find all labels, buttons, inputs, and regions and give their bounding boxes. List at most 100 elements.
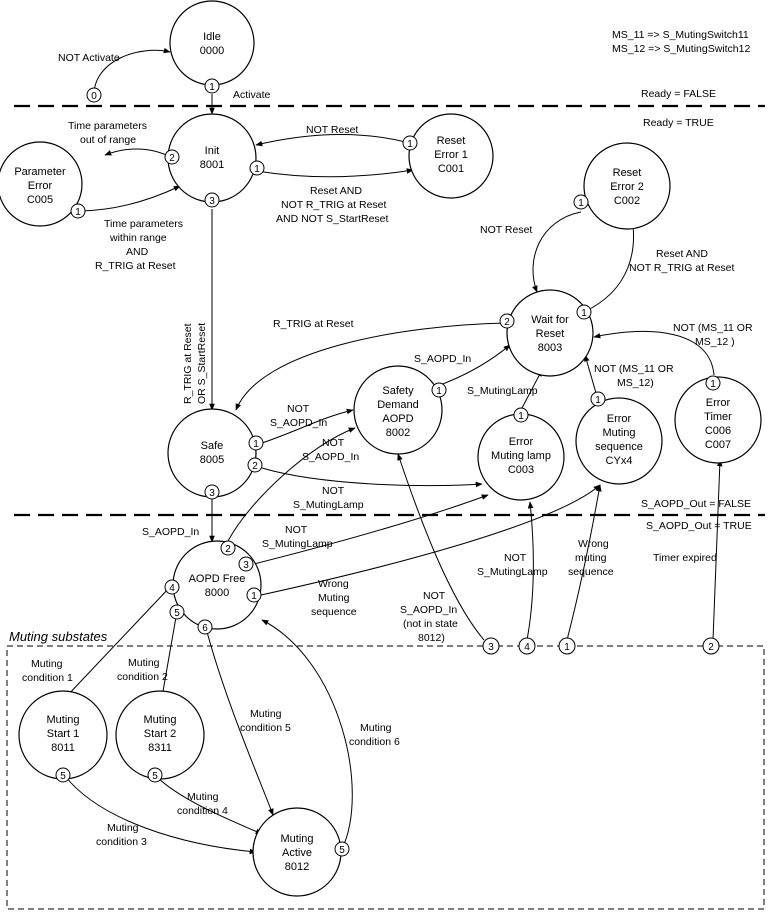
state-muting-active: Muting Active 8012	[252, 807, 342, 897]
label-activate: Activate	[233, 89, 271, 101]
svg-text:1: 1	[578, 198, 584, 209]
state-init-line1: Init	[205, 145, 220, 157]
svg-text:0: 0	[91, 91, 97, 102]
substates-title: Muting substates	[9, 629, 108, 644]
state-safety-line2: Demand	[377, 399, 419, 411]
state-active-line3: 8012	[285, 861, 309, 873]
state-lamp-line3: C003	[508, 464, 534, 476]
ready-true-label: Ready = TRUE	[643, 117, 714, 129]
label-not-saopd-a-1: NOT	[287, 403, 310, 415]
label-not-saopd-b-2: S_AOPD_In	[302, 451, 359, 463]
state-muting-start-2: Muting Start 2 8311	[115, 690, 205, 780]
label-not-smutinglamp-b-1: NOT	[285, 524, 308, 536]
port: 2	[164, 149, 180, 165]
label-mc1-2: condition 1	[22, 672, 73, 684]
trans-errseq-wait	[584, 354, 597, 394]
label-not-saopd-a-2: S_AOPD_In	[270, 417, 327, 429]
label-wrong-seq-b-2: muting	[575, 552, 607, 564]
trans-mc5	[205, 627, 274, 816]
port: 1	[402, 135, 418, 151]
trans-reset-and	[256, 168, 414, 178]
port: 1	[70, 203, 86, 219]
state-active-line2: Active	[282, 847, 312, 859]
svg-text:2: 2	[169, 153, 175, 164]
states: Idle 0000 Init 8001 Reset Error 1 C001 P…	[0, 0, 762, 897]
state-safe-line2: 8005	[200, 454, 224, 466]
svg-text:1: 1	[518, 411, 524, 422]
trans-safe-safety	[261, 408, 354, 444]
label-wrong-seq-b-3: sequence	[568, 566, 614, 578]
state-safety-demand: Safety Demand AOPD 8002	[353, 365, 443, 455]
port: 4	[164, 579, 180, 595]
state-safe-line1: Safe	[201, 440, 224, 452]
state-ms2-line2: Start 2	[144, 728, 176, 740]
label-wrong-seq-a-2: Muting	[318, 592, 350, 604]
svg-text:2: 2	[225, 544, 231, 555]
state-parameter-error: Parameter Error C005	[0, 141, 83, 227]
trans-mc3	[64, 775, 257, 855]
label-not-ms-2a: NOT (MS_11 OR	[594, 363, 674, 375]
svg-text:1: 1	[710, 379, 716, 390]
label-not-smutinglamp-c-1: NOT	[504, 552, 527, 564]
svg-text:1: 1	[253, 439, 259, 450]
aopd-out-false-label: S_AOPD_Out = FALSE	[641, 498, 751, 510]
state-aopd-free: AOPD Free 8000	[172, 540, 262, 630]
port: 3	[482, 637, 500, 655]
label-time-out-1: Time parameters	[68, 120, 147, 132]
state-error-muting-lamp: Error Muting lamp C003	[477, 413, 565, 501]
state-aopd-line2: 8000	[205, 587, 229, 599]
trans-aopd-safety	[227, 427, 356, 542]
port: 3	[238, 556, 254, 572]
port: 1	[431, 382, 447, 398]
state-ms1-line1: Muting	[46, 714, 79, 726]
label-wrong-seq-a-1: Wrong	[318, 578, 349, 590]
trans-time-out	[104, 148, 172, 158]
label-not-ms-2b: MS_12)	[617, 377, 654, 389]
state-wait-line1: Wait for	[531, 314, 569, 326]
trans-p3-safety	[397, 453, 485, 641]
state-muting-start-1: Muting Start 1 8011	[18, 690, 108, 780]
svg-text:1: 1	[595, 395, 601, 406]
label-timer-expired: Timer expired	[653, 552, 717, 564]
label-rtrig-vert-1: R_TRIG at Reset	[182, 323, 194, 404]
svg-text:1: 1	[407, 139, 413, 150]
svg-text:5: 5	[174, 608, 180, 619]
state-wait-line2: Reset	[536, 328, 565, 340]
port: 6	[197, 619, 213, 635]
svg-text:3: 3	[209, 196, 215, 207]
substates-box	[6, 645, 765, 910]
label-not-saopd-c-1: NOT	[423, 590, 446, 602]
label-reset-and-2: NOT R_TRIG at Reset	[281, 199, 386, 211]
svg-text:5: 5	[60, 771, 66, 782]
state-safety-line1: Safety	[382, 385, 414, 397]
trans-rtrig-left	[235, 322, 509, 411]
label-not-ms-1a: NOT (MS_11 OR	[673, 322, 753, 334]
label-mc6-1: Muting	[360, 722, 392, 734]
trans-p2-timer	[712, 459, 723, 641]
svg-text:4: 4	[524, 642, 530, 653]
label-reset-and-not-rtrig-1: Reset AND	[656, 248, 708, 260]
state-reset-error-1: Reset Error 1 C001	[408, 113, 494, 199]
state-param-line2: Error	[28, 180, 53, 192]
state-param-line3: C005	[27, 194, 53, 206]
svg-text:3: 3	[209, 488, 215, 499]
legend-ms12: MS_12 => S_MutingSwitch12	[612, 43, 750, 55]
trans-not-reset-2	[532, 211, 582, 293]
label-mc3-2: condition 3	[96, 836, 147, 848]
state-reset2-line2: Error 2	[610, 181, 644, 193]
aopd-out-true-label: S_AOPD_Out = TRUE	[646, 520, 752, 532]
label-time-within-1: Time parameters	[104, 218, 183, 230]
state-init: Init 8001	[167, 113, 257, 203]
svg-text:1: 1	[581, 308, 587, 319]
state-seq-line1: Error	[607, 413, 632, 425]
port: 0	[86, 87, 102, 103]
state-seq-line2: Muting	[602, 427, 635, 439]
svg-text:2: 2	[252, 461, 258, 472]
label-mc6-2: condition 6	[349, 736, 400, 748]
transition-labels: NOT Activate Activate NOT Reset Time par…	[22, 52, 753, 848]
label-not-smutinglamp-a-1: NOT	[322, 485, 345, 497]
ready-false-label: Ready = FALSE	[641, 88, 716, 100]
trans-lamp-wait	[521, 369, 543, 409]
state-aopd-line1: AOPD Free	[189, 573, 246, 585]
svg-text:2: 2	[708, 642, 714, 653]
